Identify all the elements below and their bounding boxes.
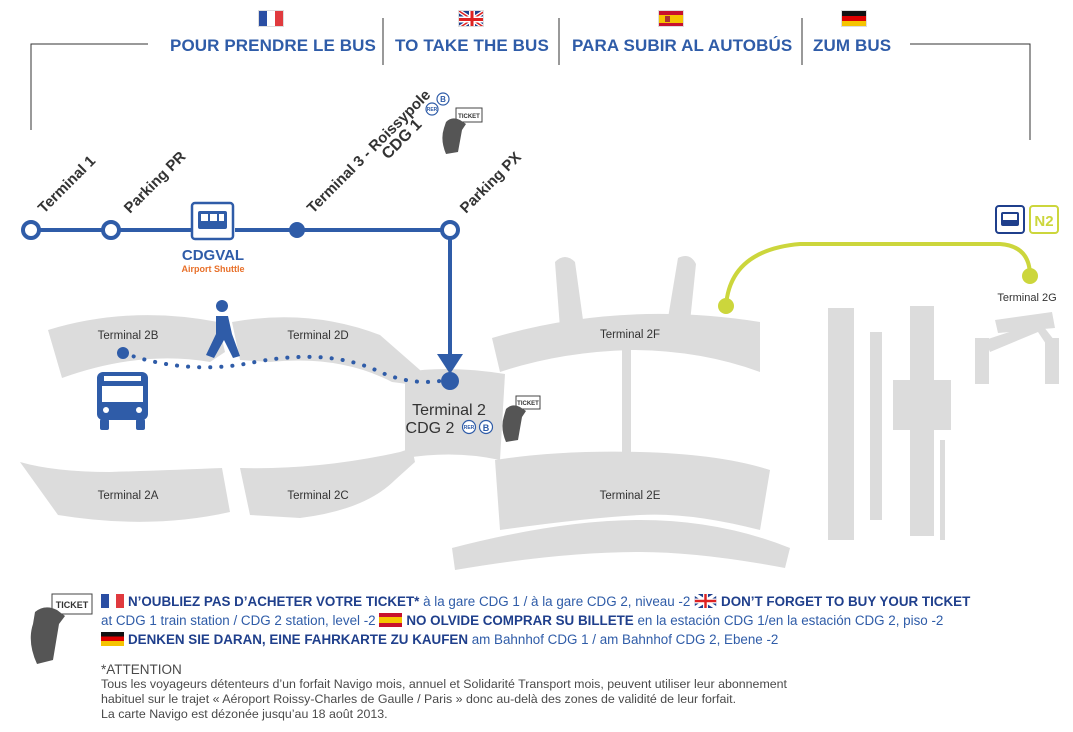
svg-text:TICKET: TICKET — [517, 401, 539, 407]
attention-line-1: Tous les voyageurs détenteurs d’un forfa… — [101, 677, 787, 691]
reminder-de-bold: DENKEN SIE DARAN, EINE FAHRKARTE ZU KAUF… — [128, 632, 468, 647]
svg-text:TICKET: TICKET — [458, 114, 480, 120]
svg-text:B: B — [440, 95, 446, 104]
terminal-2b-label: Terminal 2B — [98, 330, 159, 342]
terminal-3-label: Terminal 3 - Roissypole — [304, 87, 434, 217]
n2-badge — [1029, 205, 1059, 234]
arrow-down-icon — [437, 354, 463, 374]
terminal-2f-building — [492, 313, 760, 372]
station-terminal-1 — [21, 220, 41, 240]
reminder-en-text: at CDG 1 train station / CDG 2 station, … — [101, 613, 380, 628]
link-corridor — [622, 350, 631, 460]
flag-spain-icon — [379, 613, 403, 627]
header-title-en: TO TAKE THE BUS — [395, 36, 549, 55]
station-terminal-3 — [289, 222, 305, 238]
terminal-2b-building — [48, 315, 225, 378]
terminal-2-center — [405, 368, 505, 460]
flag-uk-icon — [694, 594, 718, 608]
terminal-buildings — [20, 256, 1059, 570]
reminder-fr-bold: N’OUBLIEZ PAS D’ACHETER VOTRE TICKET* — [128, 594, 420, 609]
n2-label: N2 — [1034, 213, 1053, 230]
svg-text:TICKET: TICKET — [56, 600, 89, 610]
n2-stop-2f — [718, 298, 734, 314]
cdgval-line — [21, 220, 463, 390]
reminder-de-text: am Bahnhof CDG 1 / am Bahnhof CDG 2, Ebe… — [468, 632, 779, 647]
legend-ticket-hand-icon: TICKET — [30, 593, 93, 664]
rer-b-icon-cdg1: RER B — [425, 92, 450, 116]
ticket-hand-icon: TICKET — [502, 395, 541, 442]
header-title-fr: POUR PRENDRE LE BUS — [170, 36, 376, 55]
header-title-es: PARA SUBIR AL AUTOBÚS — [572, 36, 793, 55]
terminal-2d-building — [232, 317, 420, 385]
terminal-2e-label: Terminal 2E — [600, 490, 661, 502]
terminal-2e-tail — [452, 520, 790, 570]
flag-france-icon — [258, 10, 284, 27]
terminal-2d-label: Terminal 2D — [287, 330, 348, 342]
attention-title: *ATTENTION — [101, 662, 182, 677]
flag-germany-icon — [841, 10, 867, 27]
flag-germany-icon — [101, 632, 124, 646]
terminal-2a-label: Terminal 2A — [98, 490, 159, 502]
ticket-reminder: N’OUBLIEZ PAS D’ACHETER VOTRE TICKET* à … — [101, 592, 1031, 649]
svg-text:RER: RER — [427, 107, 438, 113]
flag-uk-icon — [458, 10, 484, 27]
bus-icon — [97, 372, 148, 430]
n2-line — [724, 242, 1032, 307]
terminal-2f-label: Terminal 2F — [600, 329, 660, 341]
cdg2-label: CDG 2 — [406, 420, 455, 437]
station-parking-px — [440, 220, 460, 240]
n2-bus-icon — [995, 205, 1025, 234]
flag-spain-icon — [658, 10, 684, 27]
header-title-de: ZUM BUS — [813, 36, 892, 55]
pier-right — [668, 256, 696, 322]
reminder-es-text: en la estación CDG 1/en la estación CDG … — [633, 613, 944, 628]
bus-stop-dot — [117, 347, 129, 359]
reminder-es-bold: NO OLVIDE COMPRAR SU BILLETE — [406, 613, 634, 628]
svg-text:RER: RER — [464, 425, 475, 431]
cdgval-label: CDGVAL — [182, 247, 244, 264]
reminder-fr-text: à la gare CDG 1 / à la gare CDG 2, nivea… — [419, 594, 695, 609]
terminal-2c-building — [240, 448, 415, 518]
terminal-2g-block — [828, 308, 854, 540]
parking-px-label: Parking PX — [457, 149, 525, 217]
rer-b-icon-cdg2: RER B — [461, 419, 494, 435]
terminal-2e-building — [495, 451, 770, 530]
parking-pr-label: Parking PR — [121, 148, 190, 217]
reminder-en-bold: DON’T FORGET TO BUY YOUR TICKET — [721, 594, 971, 609]
attention-line-3: La carte Navigo est dézonée jusqu’au 18 … — [101, 707, 388, 721]
terminal-1-label: Terminal 1 — [35, 153, 99, 217]
cdgval-shuttle-icon — [190, 201, 235, 241]
svg-text:B: B — [483, 423, 490, 433]
airport-shuttle-label: Airport Shuttle — [182, 264, 245, 274]
terminal-2-label: Terminal 2 — [412, 402, 486, 419]
terminal-2a-building — [20, 462, 230, 522]
terminal-2g-label: Terminal 2G — [997, 292, 1056, 304]
flag-france-icon — [101, 594, 124, 608]
n2-stop-2g — [1022, 268, 1038, 284]
pedestrian-icon — [206, 300, 240, 358]
station-terminal-2 — [441, 372, 459, 390]
attention-line-2: habituel sur le trajet « Aéroport Roissy… — [101, 692, 737, 706]
station-parking-pr — [101, 220, 121, 240]
header-frame — [30, 18, 1031, 140]
terminal-2c-label: Terminal 2C — [287, 490, 348, 502]
ticket-hand-icon: TICKET — [442, 107, 483, 154]
attention-note: *ATTENTION Tous les voyageurs détenteurs… — [101, 662, 1001, 722]
pier-left — [555, 257, 583, 328]
